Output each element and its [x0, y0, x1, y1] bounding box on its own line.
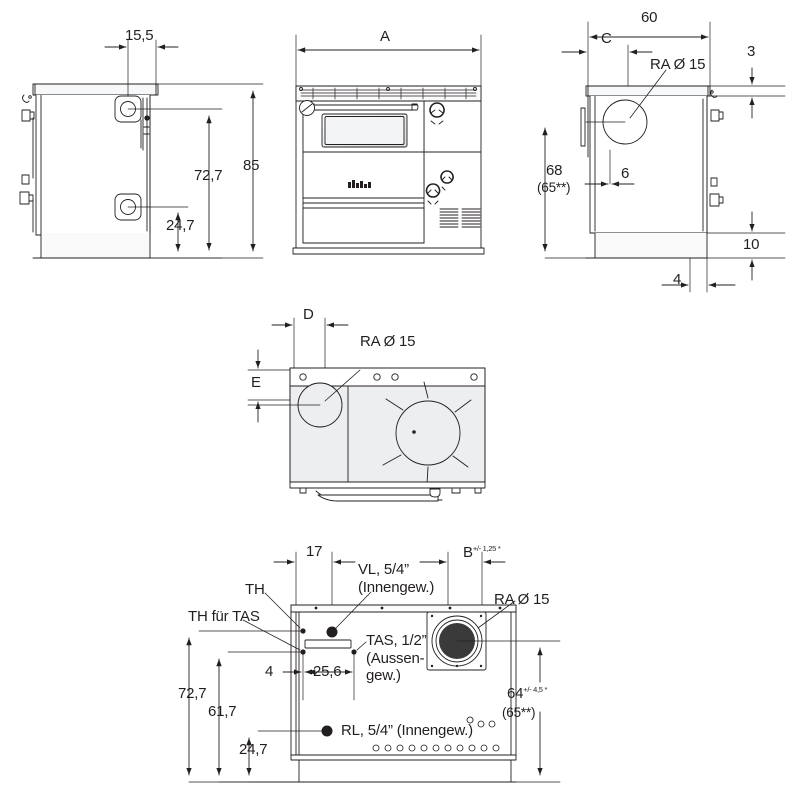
callout-ra15-rear: RA Ø 15 [494, 591, 550, 608]
callout-vl: VL, 5/4” (Innengew.) [358, 561, 435, 596]
dim-D: D [303, 306, 314, 323]
callout-tas: TAS, 1/2” (Aussen- gew.) [366, 632, 427, 685]
view-top [247, 317, 486, 502]
callout-ra15-right: RA Ø 15 [650, 56, 706, 73]
view-side-right [542, 21, 786, 293]
dim-64: 64+/- 4,5 * [507, 685, 548, 702]
dim-17: 17 [306, 543, 323, 560]
view-side-left [19, 39, 264, 259]
dim-61-7: 61,7 [208, 703, 237, 720]
dim-72-7: 72,7 [194, 167, 223, 184]
dim-65-side: (65**) [537, 180, 571, 195]
view-front [292, 34, 485, 255]
dim-B-tolerance: +/- 1,25 * [472, 544, 501, 553]
dim-3: 3 [747, 43, 756, 60]
callout-ra15-top: RA Ø 15 [360, 333, 416, 350]
dim-4-rear: 4 [265, 663, 274, 680]
dim-72-7-rear: 72,7 [178, 685, 207, 702]
dim-15-5: 15,5 [125, 27, 154, 44]
callout-rl: RL, 5/4” (Innengew.) [341, 722, 473, 739]
dim-85: 85 [243, 157, 260, 174]
view-rear [186, 551, 561, 783]
dim-6: 6 [621, 165, 630, 182]
dim-24-7: 24,7 [166, 217, 195, 234]
dim-60: 60 [641, 9, 658, 26]
dim-C: C [601, 30, 612, 47]
dim-E: E [251, 374, 261, 391]
dim-A: A [380, 28, 390, 45]
dim-68: 68 [546, 162, 563, 179]
dim-65-rear: (65**) [502, 705, 536, 720]
dim-B: B+/- 1,25 * [463, 544, 501, 561]
callout-th-fuer-tas: TH für TAS [188, 608, 260, 625]
callout-th: TH [245, 581, 265, 598]
dim-64-tolerance: +/- 4,5 * [523, 685, 548, 694]
dim-24-7-rear: 24,7 [239, 741, 268, 758]
dim-4-side: 4 [673, 271, 682, 288]
dim-10: 10 [743, 236, 760, 253]
dim-25-6: 25,6 [313, 663, 342, 680]
